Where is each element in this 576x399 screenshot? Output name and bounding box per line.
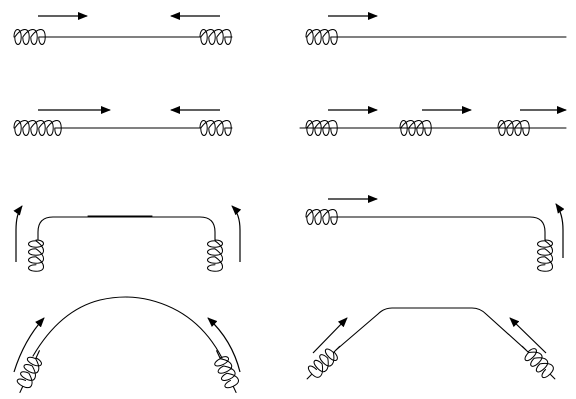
coil-turns [497,120,531,136]
coil-lead [306,374,312,380]
wire-path [335,307,527,351]
coil-turns [305,209,339,225]
coil-left-diagonal [16,350,42,393]
direction-arrow [231,205,242,262]
coil-turns [524,348,554,379]
panel-trapezoid-two-coils [312,307,547,354]
direction-arrow [13,205,23,262]
coil-right-diagonal [521,345,556,380]
direction-arrow [207,317,241,373]
coil-turns [13,120,63,136]
wire-path [37,216,216,241]
direction-arrow [13,317,45,373]
wire-path [32,296,223,359]
coil-turns [16,356,42,389]
panel-straight-five-and-three-coils [13,106,233,136]
coil-right-diagonal [214,350,239,393]
coil-turns [199,29,233,45]
coil-turns [199,120,233,136]
coil-left-diagonal [306,345,341,380]
panel-bent-ends-two-coils [13,205,242,272]
coil-turns [28,239,44,272]
coil-turns [537,239,553,272]
coil-turns [207,239,223,272]
coil-lead [232,386,237,393]
direction-arrow [509,317,547,354]
coil-lead [550,374,556,380]
wire-path [337,216,546,241]
direction-arrow [555,203,565,258]
coil-lead [19,386,24,393]
coil-lead [216,350,221,359]
panel-arch-two-coils [13,296,241,373]
coil-turns [305,120,339,136]
coil-turns [307,348,338,378]
coil-turns [214,356,239,389]
coil-lead [35,350,40,359]
coil-turns [305,29,339,45]
panel-straight-two-coils [13,12,233,45]
panel-bent-end-one-coil [305,195,565,272]
panel-straight-three-coil-groups [299,106,567,136]
coil-lead [521,345,529,353]
coil-turns [13,29,47,45]
coil-turns [399,120,433,136]
coil-lead [333,345,341,353]
direction-arrow [312,317,348,354]
panel-straight-one-coil [305,12,567,45]
